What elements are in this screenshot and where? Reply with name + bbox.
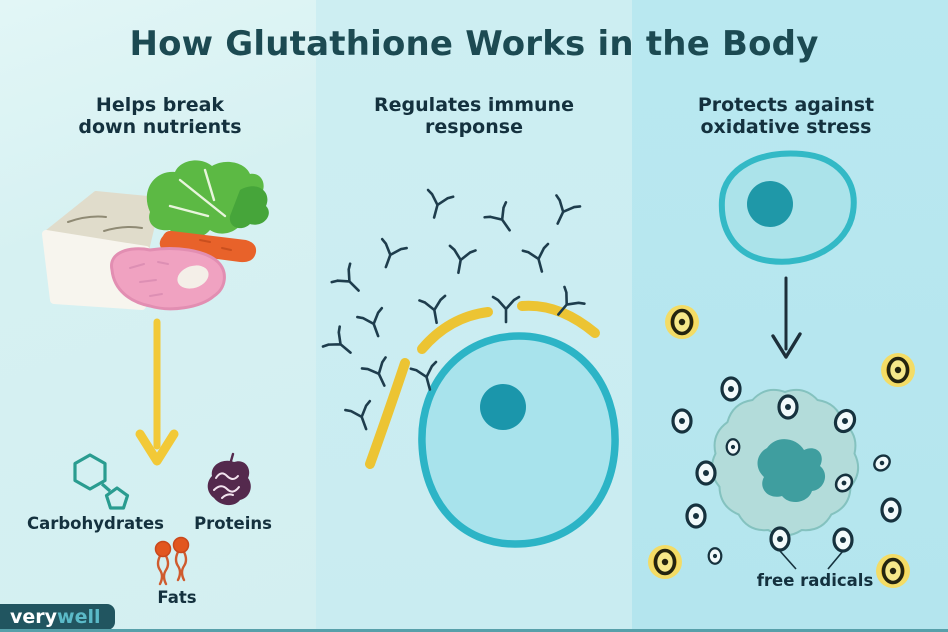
- nucleus: [480, 384, 526, 430]
- heading-oxidative-line2: oxidative stress: [700, 116, 872, 138]
- cell-icon: [418, 332, 619, 548]
- label-proteins: Proteins: [194, 514, 272, 533]
- heading-oxidative: Protects against oxidative stress: [654, 94, 918, 138]
- heading-oxidative-line1: Protects against: [697, 94, 875, 116]
- label-fats: Fats: [157, 588, 197, 607]
- heading-immune-line1: Regulates immune: [374, 94, 574, 116]
- immune-illustration: [321, 188, 619, 548]
- nucleus: [747, 181, 793, 227]
- oxidative-illustration: [646, 150, 917, 590]
- carbohydrate-molecule-icon: [73, 453, 130, 510]
- heading-nutrients-line1: Helps break: [95, 94, 225, 116]
- glutathione-shield-arc-icon: [365, 300, 600, 469]
- page-title: How Glutathione Works in the Body: [129, 24, 819, 64]
- fat-lipid-icon: [154, 536, 190, 586]
- leafy-greens-icon: [146, 160, 269, 239]
- heading-nutrients: Helps break down nutrients: [28, 94, 292, 138]
- yellow-down-arrow-icon: [135, 318, 179, 466]
- logo-text-primary: very: [10, 606, 58, 628]
- label-pointer-lines: [779, 550, 844, 570]
- logo-text-secondary: well: [57, 606, 101, 628]
- damaged-cell-icon: [710, 388, 860, 537]
- bottom-edge-strip: [0, 629, 948, 632]
- meat-slice-icon: [110, 247, 226, 311]
- neutralized-free-radical-icon: [646, 543, 684, 581]
- verywell-logo: verywell: [0, 604, 115, 630]
- black-down-arrow-icon: [771, 276, 802, 359]
- label-free-radicals: free radicals: [756, 571, 874, 590]
- healthy-cell-icon: [718, 150, 857, 265]
- protein-molecule-icon: [207, 452, 251, 506]
- heading-nutrients-line2: down nutrients: [78, 116, 242, 138]
- heading-immune: Regulates immune response: [342, 94, 606, 138]
- heading-immune-line2: response: [425, 116, 523, 138]
- damaged-nucleus: [757, 439, 826, 503]
- label-carbohydrates: Carbohydrates: [26, 514, 164, 533]
- panel-nutrients: [0, 0, 316, 632]
- nutrients-illustration: [42, 160, 269, 586]
- neutralized-free-radical-icon: [879, 351, 917, 389]
- neutralized-free-radical-icon: [663, 303, 701, 341]
